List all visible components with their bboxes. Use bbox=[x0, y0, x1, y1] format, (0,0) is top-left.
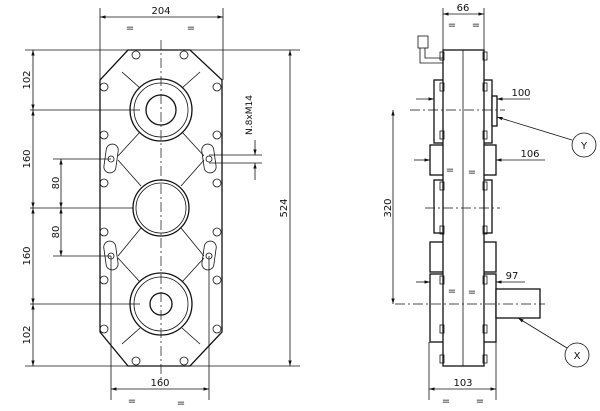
breather-plug bbox=[417, 35, 443, 64]
front-view: 204 = = 102 160 160 102 80 80 524 N.8xM1… bbox=[22, 6, 300, 409]
side-bolts bbox=[439, 51, 488, 364]
dim-102-top: 102 bbox=[22, 70, 33, 89]
dim-80-lower: 80 bbox=[51, 226, 62, 239]
dim-160-lower: 160 bbox=[22, 246, 33, 265]
dim-97: 97 bbox=[506, 271, 519, 282]
callout-y: Y bbox=[571, 132, 597, 158]
equal-mark: = bbox=[126, 23, 134, 34]
center-distance-320: 320 bbox=[383, 198, 394, 217]
bottom-dim-160: 160 bbox=[150, 378, 169, 389]
side-bottom-dim-103: 103 bbox=[453, 378, 472, 389]
dim-106: 106 bbox=[520, 149, 539, 160]
front-dimension-lines bbox=[25, 8, 300, 400]
dim-160-upper: 160 bbox=[22, 149, 33, 168]
dim-102-bottom: 102 bbox=[22, 325, 33, 344]
output-shaft bbox=[495, 288, 541, 319]
height-dim-524: 524 bbox=[279, 198, 290, 217]
dim-80-upper: 80 bbox=[51, 177, 62, 190]
equal-mark: = bbox=[476, 396, 484, 407]
equal-mark: = bbox=[448, 20, 456, 31]
callout-y-label: Y bbox=[580, 141, 588, 152]
side-view: 66 = = 100 106 97 = = = = 320 103 = = Y … bbox=[383, 3, 597, 407]
dim-100: 100 bbox=[511, 88, 530, 99]
side-dimension-lines bbox=[391, 8, 573, 400]
equal-mark: = bbox=[128, 396, 136, 407]
side-width-dim-66: 66 bbox=[457, 3, 470, 14]
hole-spec: N.8xM14 bbox=[245, 95, 255, 135]
equal-mark: = bbox=[177, 398, 185, 409]
equal-mark: = bbox=[442, 396, 450, 407]
bolt-holes bbox=[99, 50, 222, 366]
width-dim-204: 204 bbox=[151, 6, 170, 17]
callout-x: X bbox=[564, 342, 590, 368]
gearbox-ribs bbox=[117, 71, 205, 345]
mounting-slots bbox=[103, 143, 217, 271]
equal-mark: = bbox=[187, 23, 195, 34]
callout-x-label: X bbox=[574, 351, 581, 362]
equal-mark: = bbox=[468, 287, 476, 298]
equal-mark: = bbox=[446, 165, 454, 176]
equal-mark: = bbox=[468, 167, 476, 178]
equal-mark: = bbox=[448, 286, 456, 297]
cover-y bbox=[491, 95, 498, 127]
equal-mark: = bbox=[472, 20, 480, 31]
